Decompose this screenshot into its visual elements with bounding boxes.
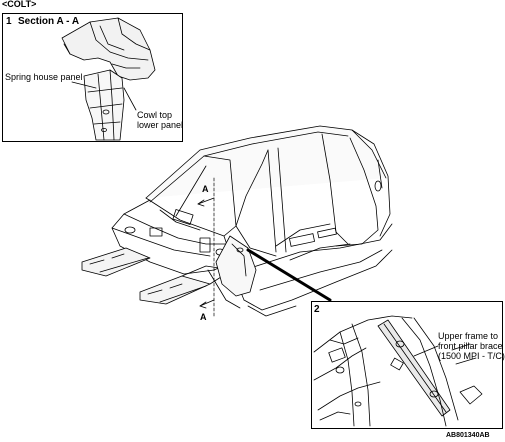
inset-1-number: 1 xyxy=(6,16,12,27)
section-marker-upper: A xyxy=(202,184,209,194)
spring-house-panel-label: Spring house panel xyxy=(5,72,83,82)
cowl-top-label-line-1: Cowl top xyxy=(137,110,173,120)
cowl-top-label-line-2: lower panel xyxy=(137,120,184,130)
inset-1-title: Section A - A xyxy=(18,16,80,27)
inset-2-number: 2 xyxy=(314,304,320,315)
brace-label-line-2: front pillar brace xyxy=(438,341,503,351)
figure-code: AB801340AB xyxy=(446,432,490,439)
brace-label-line-1: Upper frame to xyxy=(438,331,499,341)
model-label: <COLT> xyxy=(2,0,37,9)
section-marker-lower: A xyxy=(200,312,207,322)
brace-label-line-3: (1500 MPI - T/C) xyxy=(438,351,505,361)
